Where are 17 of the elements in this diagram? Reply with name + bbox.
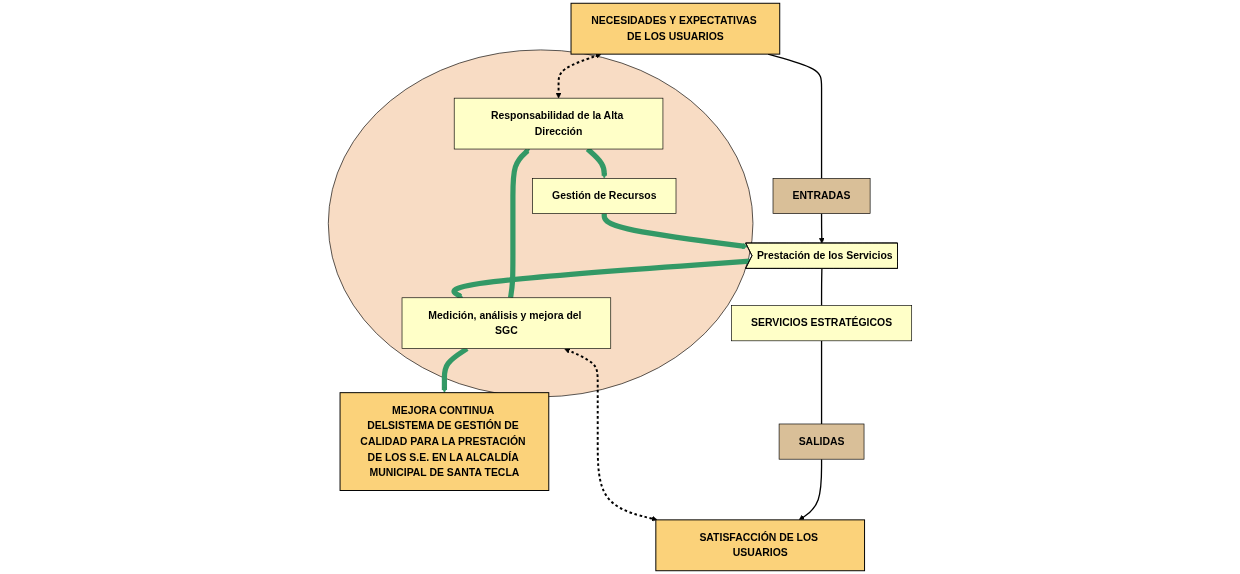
arrow	[507, 148, 530, 299]
node-box: Gestión de Recursos	[532, 178, 677, 214]
node-box: MEJORA CONTINUA DELSISTEMA DE GESTIÓN DE CALIDAD PARA LA PRESTACIÓN DE LOS S.E. EN LA ALCALDÍA MUNICIPAL DE SANTA TECLA	[339, 392, 550, 491]
node-box: SALIDAS	[778, 423, 865, 460]
node-box: ENTRADAS	[772, 178, 871, 214]
arrow	[564, 348, 658, 522]
arrow	[451, 258, 750, 299]
connector	[820, 268, 823, 307]
arrow	[555, 53, 602, 99]
node-box: SATISFACCIÓN DE LOS USUARIOS	[655, 519, 866, 572]
node-box: SERVICIOS ESTRATÉGICOS	[731, 305, 912, 342]
arrow	[798, 458, 823, 521]
node-box: NECESIDADES Y EXPECTATIVAS DE LOS USUARIOS	[570, 2, 781, 55]
connector	[820, 340, 823, 425]
node-box: Responsabilidad de la Alta Dirección	[453, 97, 664, 150]
arrow	[818, 212, 825, 244]
node-box: Medición, análisis y mejora del SGC	[401, 297, 612, 349]
